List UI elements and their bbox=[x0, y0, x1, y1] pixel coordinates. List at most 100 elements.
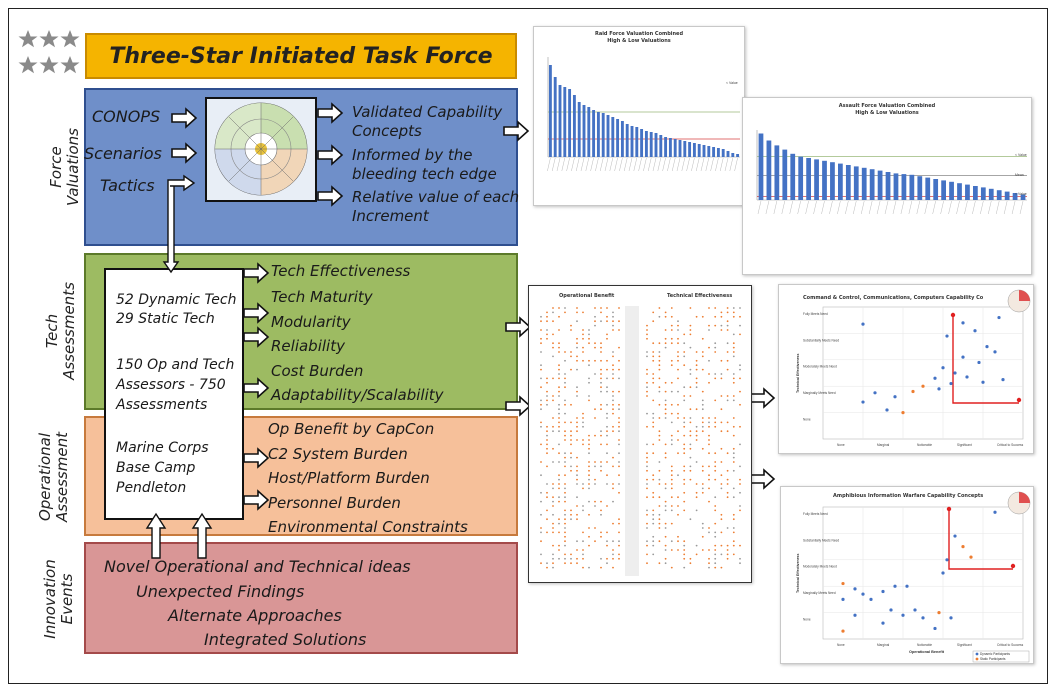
matrix-dot bbox=[658, 478, 661, 481]
tick-label bbox=[837, 200, 841, 215]
matrix-dot bbox=[652, 425, 655, 428]
matrix-dot bbox=[576, 496, 578, 499]
matrix-dot bbox=[594, 342, 596, 345]
matrix-dot bbox=[714, 315, 717, 318]
tick-label bbox=[734, 157, 738, 172]
matrix-dot bbox=[689, 395, 692, 397]
matrix-dot bbox=[732, 487, 735, 490]
matrix-dot bbox=[683, 421, 686, 424]
matrix-dot bbox=[658, 430, 661, 433]
matrix-dot bbox=[726, 320, 729, 323]
bar bbox=[1020, 194, 1026, 200]
matrix-dot bbox=[540, 364, 542, 367]
matrix-dot bbox=[708, 439, 710, 441]
matrix-dot bbox=[683, 465, 686, 468]
bar bbox=[758, 133, 764, 200]
matrix-dot bbox=[726, 368, 729, 371]
scatter-point bbox=[921, 616, 925, 620]
matrix-dot bbox=[618, 403, 620, 406]
matrix-dot bbox=[714, 373, 717, 375]
tech-output-4: Reliability bbox=[271, 337, 345, 355]
matrix-dot bbox=[618, 417, 620, 419]
matrix-dot bbox=[664, 329, 667, 331]
matrix-dot bbox=[670, 474, 673, 477]
tick-label bbox=[995, 200, 1000, 215]
matrix-dot bbox=[701, 351, 704, 353]
matrix-dot bbox=[726, 557, 729, 560]
matrix-dot bbox=[558, 395, 560, 397]
y-tick-label: Marginally Meets Need bbox=[803, 391, 836, 395]
matrix-dot bbox=[646, 337, 648, 340]
matrix-dot bbox=[652, 342, 655, 345]
matrix-dot bbox=[708, 527, 710, 529]
matrix-dot bbox=[600, 381, 602, 384]
matrix-dot bbox=[708, 421, 710, 424]
matrix-dot bbox=[612, 540, 614, 543]
matrix-dot bbox=[588, 452, 590, 455]
matrix-dot bbox=[558, 549, 560, 551]
matrix-dot bbox=[576, 540, 578, 543]
tech-output-5: Cost Burden bbox=[271, 362, 364, 380]
bar bbox=[606, 115, 610, 157]
matrix-dot bbox=[546, 377, 548, 380]
matrix-dot bbox=[612, 465, 614, 468]
matrix-dot bbox=[564, 535, 566, 538]
x-tick-label: None bbox=[837, 643, 845, 647]
matrix-dot bbox=[683, 342, 686, 345]
matrix-dot bbox=[564, 474, 566, 477]
bar bbox=[965, 184, 970, 200]
matrix-dot bbox=[708, 531, 710, 534]
matrix-dot bbox=[582, 311, 584, 314]
matrix-dot bbox=[677, 337, 679, 340]
matrix-dot bbox=[658, 364, 661, 367]
tick-label bbox=[1019, 200, 1024, 215]
innovation-events-band bbox=[84, 542, 518, 654]
matrix-dot bbox=[552, 417, 554, 419]
matrix-dot bbox=[677, 417, 679, 419]
matrix-dot bbox=[646, 540, 648, 543]
matrix-dot bbox=[658, 439, 661, 441]
matrix-dot bbox=[576, 465, 578, 468]
matrix-dot bbox=[646, 478, 648, 481]
matrix-dot bbox=[689, 562, 692, 565]
matrix-dot bbox=[570, 351, 572, 353]
matrix-dot bbox=[670, 434, 673, 437]
matrix-dot bbox=[564, 518, 566, 521]
matrix-dot bbox=[652, 518, 655, 521]
matrix-dot bbox=[606, 386, 608, 389]
assessment-matrix: Operational Benefit Technical Effectiven… bbox=[528, 285, 752, 583]
matrix-dot bbox=[714, 509, 717, 512]
matrix-dot bbox=[546, 465, 548, 468]
scatter-point bbox=[841, 629, 845, 633]
matrix-dot bbox=[612, 483, 614, 485]
bar bbox=[702, 145, 706, 157]
matrix-dot bbox=[732, 417, 735, 419]
assault-force-chart: Assault Force Valuation Combined High & … bbox=[742, 97, 1032, 275]
matrix-dot bbox=[576, 390, 578, 393]
matrix-dot bbox=[558, 307, 560, 309]
matrix-dot bbox=[552, 513, 554, 516]
matrix-dot bbox=[664, 483, 667, 485]
matrix-dot bbox=[606, 417, 608, 419]
matrix-dot bbox=[570, 324, 572, 327]
bar bbox=[933, 179, 939, 200]
tick-label bbox=[595, 157, 599, 172]
matrix-dot bbox=[739, 307, 741, 309]
threshold-marker bbox=[950, 312, 956, 318]
matrix-dot bbox=[695, 425, 698, 428]
bar bbox=[625, 124, 629, 157]
matrix-dot bbox=[612, 403, 614, 406]
matrix-dot bbox=[658, 434, 661, 437]
matrix-dot bbox=[689, 518, 692, 521]
matrix-dot bbox=[564, 359, 566, 362]
matrix-dot bbox=[606, 562, 608, 565]
scatter-point bbox=[941, 366, 945, 370]
matrix-dot bbox=[646, 461, 648, 463]
matrix-dot bbox=[652, 540, 655, 543]
matrix-dot bbox=[683, 553, 686, 556]
matrix-dot bbox=[612, 315, 614, 318]
matrix-dot bbox=[570, 456, 572, 459]
tick-label bbox=[845, 200, 849, 215]
matrix-dot bbox=[588, 381, 590, 384]
